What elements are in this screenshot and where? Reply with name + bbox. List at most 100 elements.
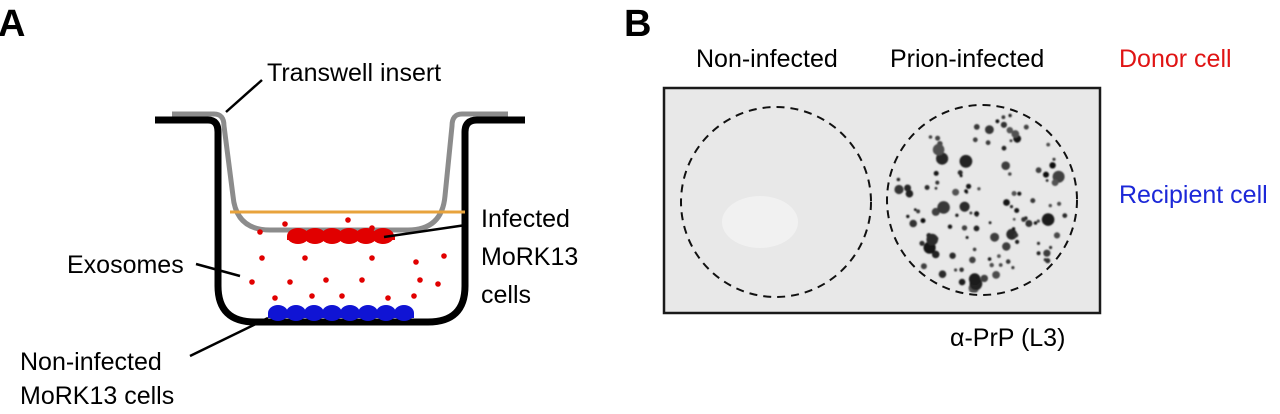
prion-spot [1002,242,1011,251]
prion-spot [959,267,964,273]
prion-spot [973,225,980,232]
recipient-cell-base [268,313,414,318]
prion-spot [1000,121,1008,128]
prion-spot [972,137,978,143]
infected-cells-layer [287,228,395,244]
prion-spot [926,233,938,246]
prion-spot [1045,258,1051,264]
prion-spot [1015,239,1020,244]
prion-spot [1011,266,1015,270]
exosome-dot [249,279,255,285]
prion-spot [997,254,1001,258]
infected-cell-base [287,236,395,240]
prion-spot [1030,198,1036,204]
prion-spot [1053,232,1061,239]
prion-spot [959,201,970,212]
exosome-dot [272,295,278,301]
antibody-label: α-PrP (L3) [950,324,1065,352]
prion-spot [932,143,945,156]
exosome-dot [345,217,351,223]
prion-spot [935,135,941,141]
prion-spot [924,185,930,190]
panel-b: B Non-infected Prion-infected Donor cell… [624,3,1268,352]
prion-spot [1036,219,1040,223]
prion-spot [992,271,1000,279]
prion-spots-layer [894,113,1068,293]
prion-spot [1051,179,1059,187]
label-infected-line2: MoRK13 [481,243,578,271]
prion-spot [1001,145,1007,151]
label-infected-line3: cells [481,281,531,309]
exosome-dot [302,255,308,261]
prion-spot [989,262,994,268]
prion-spot [973,124,980,130]
prion-spot [1008,113,1012,118]
prion-spot [1003,199,1010,206]
prion-spot [1023,124,1029,130]
prion-spot [1057,201,1062,206]
prion-spot [990,232,1000,242]
prion-spot [959,154,973,168]
recipient-cells-layer [268,305,414,321]
pointer-infected [383,223,467,239]
prion-spot [968,273,981,285]
prion-spot [1046,142,1051,147]
prion-spot [906,214,910,219]
prion-spot [987,257,992,261]
prion-spot [1043,171,1049,178]
panel-a-letter: A [0,3,25,45]
exosome-dot [369,255,375,261]
exosome-dot [339,293,345,299]
prion-spot [995,119,1000,124]
prion-spot [1013,232,1019,238]
prion-spot [958,278,966,286]
exosome-dot [282,221,288,227]
prion-spot [896,177,901,182]
exosome-dot [323,277,329,283]
prion-spot [1017,191,1022,196]
prion-spot [957,170,963,176]
label-transwell-insert: Transwell insert [267,59,441,87]
prion-spot [936,152,949,165]
exosome-dot [259,255,265,261]
prion-spot [969,211,973,215]
label-exosomes: Exosomes [67,251,184,279]
prion-spot [985,140,991,146]
prion-spot [1025,220,1033,227]
prion-spot [909,219,917,228]
column-label-prion-infected: Prion-infected [890,45,1044,73]
exosome-dot [287,279,293,285]
label-noninfected-line2: MoRK13 cells [20,382,174,409]
prion-spot [1012,217,1016,221]
prion-spot [1006,127,1013,134]
exosome-dot [385,295,391,301]
prion-spot [952,188,960,196]
row-label-recipient-cell: Recipient cell [1119,181,1268,209]
prion-spot [905,189,914,198]
prion-spot [969,256,976,264]
prion-spot [931,250,940,259]
exosomes-layer [249,217,447,301]
prion-spot [949,252,956,259]
prion-spot [1011,227,1016,231]
prion-spot [959,174,963,178]
prion-spot [1036,241,1041,245]
prion-spot [1049,245,1053,250]
prion-spot [919,240,925,246]
prion-spot [1001,161,1010,170]
prion-spot [931,207,940,216]
pointer-noninfected [189,316,269,358]
prion-spot [1009,139,1013,143]
prion-spot [1011,191,1017,196]
panel-a: A Transwell insert Exosomes Infected MoR… [0,3,578,410]
prion-spot [928,135,933,139]
exosome-dot [411,293,417,299]
label-infected-line1: Infected [481,205,570,233]
prion-spot [1041,213,1055,226]
exosome-dot [369,225,375,231]
prion-spot [937,201,950,214]
prion-spot [1035,167,1042,174]
prion-spot [998,263,1003,267]
pointer-transwell [225,79,263,113]
well-outline-prion-infected [886,104,1078,296]
